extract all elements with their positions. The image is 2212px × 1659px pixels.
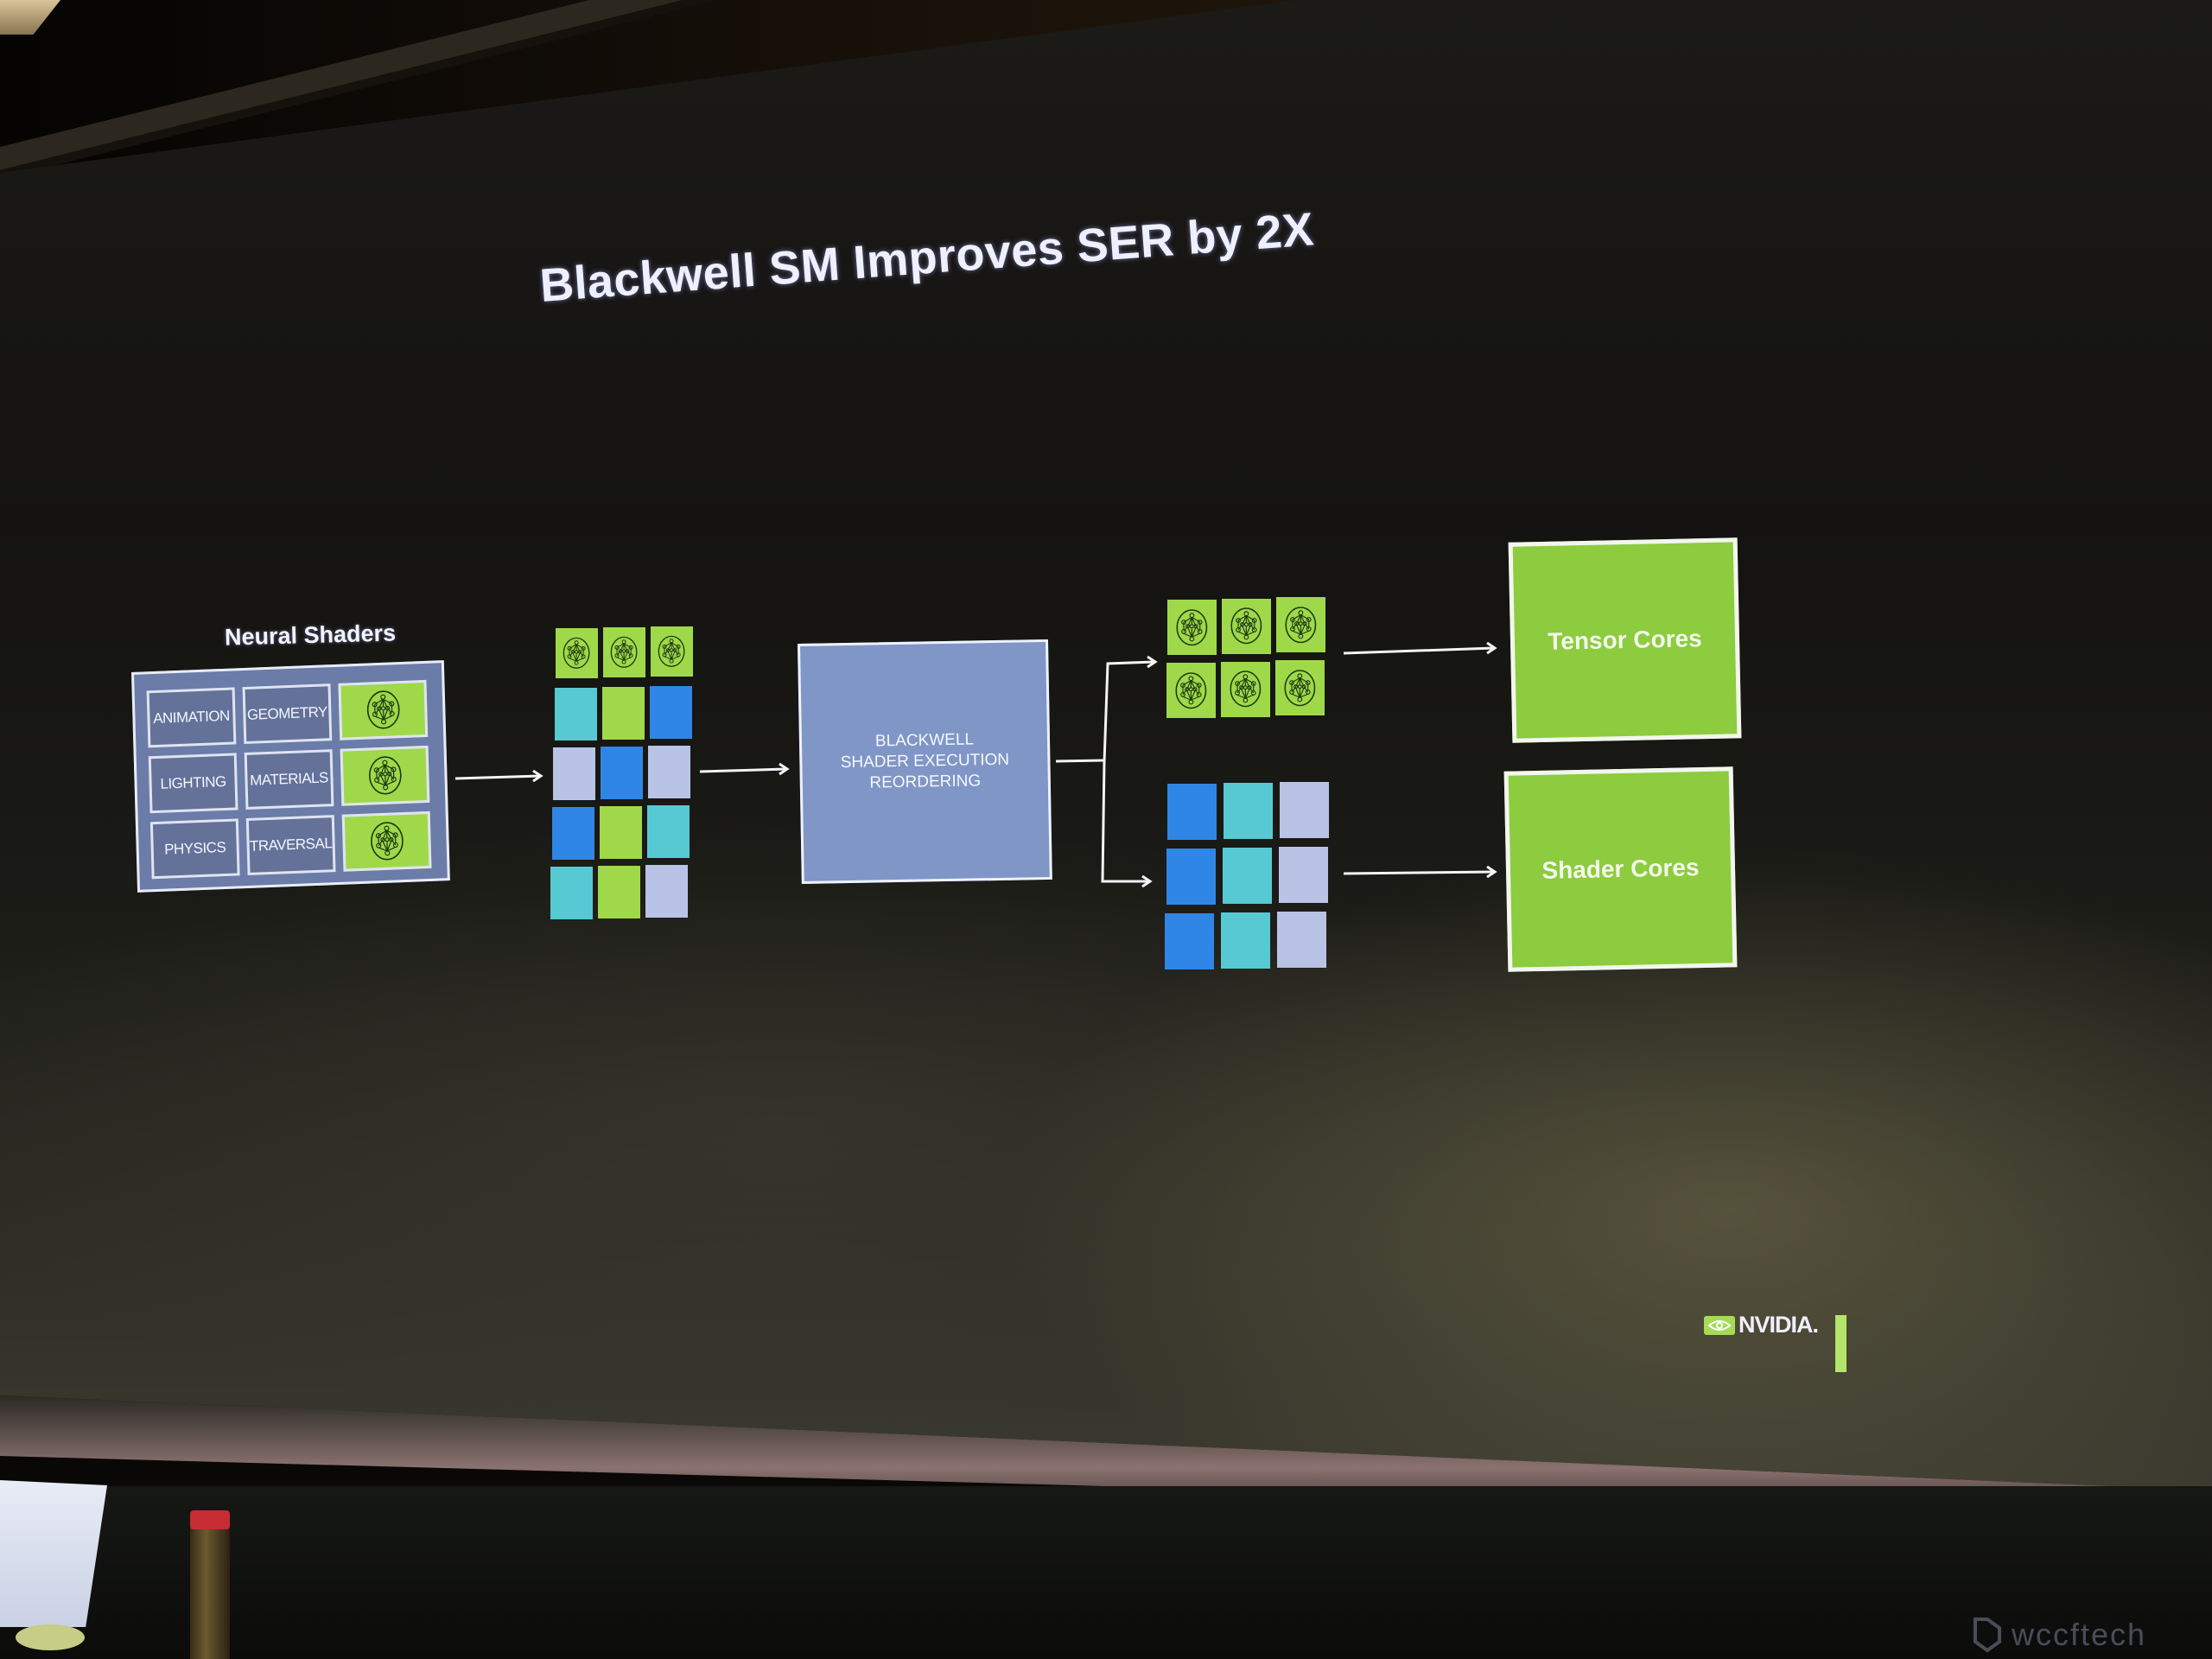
- wccftech-logo-icon: [1974, 1618, 2001, 1653]
- neural-network-icon: [1175, 671, 1207, 709]
- shader-type-cell: MATERIALS: [244, 749, 334, 810]
- neural-network-icon: [1230, 607, 1262, 645]
- neural-work-tile: [1222, 598, 1271, 654]
- blue-work-tile: [1165, 913, 1214, 969]
- lavender-work-tile: [1277, 912, 1326, 968]
- neural-work-tile: [651, 626, 693, 677]
- nvidia-eye-icon: [1704, 1315, 1735, 1335]
- ser-block: BLACKWELL SHADER EXECUTION REORDERING: [798, 639, 1052, 884]
- arrow-to-shader-cores: [1343, 865, 1497, 879]
- green-work-tile: [601, 687, 645, 740]
- shader-type-label: LIGHTING: [160, 772, 226, 792]
- shader-type-cell: GEOMETRY: [242, 683, 333, 745]
- neural-network-icon: [366, 690, 400, 729]
- neural-shader-cell: [338, 679, 429, 741]
- neural-work-tile: [1221, 661, 1270, 717]
- cyan-work-tile: [554, 688, 597, 741]
- neural-network-icon: [368, 756, 402, 795]
- blue-work-tile: [1166, 849, 1216, 905]
- neural-network-icon: [1230, 671, 1262, 708]
- stage-skirt: [0, 1486, 2212, 1659]
- neural-shaders-panel: ANIMATION GEOMETRY LIGHTING MATERIALS PHYSIC…: [131, 660, 450, 893]
- neural-network-icon: [563, 637, 590, 670]
- blue-work-tile: [551, 807, 594, 860]
- neural-shaders-label: Neural Shaders: [224, 620, 397, 651]
- slide-title: Blackwell SM Improves SER by 2X: [537, 203, 1316, 312]
- neural-network-icon: [611, 636, 638, 669]
- ser-line: BLACKWELL: [874, 730, 975, 751]
- blue-work-tile: [649, 686, 692, 739]
- arrow-work-to-ser: [699, 762, 790, 776]
- cyan-work-tile: [646, 805, 690, 858]
- shader-type-label: GEOMETRY: [246, 703, 328, 723]
- shader-cores-label: Shader Cores: [1541, 854, 1700, 884]
- shader-type-label: MATERIALS: [249, 769, 329, 789]
- tensor-cores-box: Tensor Cores: [1508, 537, 1742, 743]
- lavender-work-tile: [553, 747, 595, 800]
- blue-work-tile: [1167, 784, 1217, 840]
- watermark: wccftech: [1970, 1616, 2146, 1654]
- laptop-screen: [0, 1480, 107, 1627]
- drink-bottle: [190, 1510, 230, 1659]
- neural-network-icon: [658, 635, 685, 668]
- cyan-work-tile: [1221, 912, 1270, 969]
- neural-shader-cell: [340, 745, 430, 806]
- watermark-text: wccftech: [2012, 1617, 2147, 1652]
- shader-type-label: PHYSICS: [163, 838, 226, 858]
- neural-network-icon: [1285, 606, 1317, 644]
- tensor-cores-label: Tensor Cores: [1547, 625, 1702, 655]
- neural-work-tile: [1275, 660, 1325, 715]
- ser-line: REORDERING: [869, 772, 982, 792]
- neural-shader-cell: [341, 810, 432, 872]
- blue-work-tile: [601, 747, 643, 799]
- neural-work-tile: [1167, 600, 1217, 655]
- neural-network-icon: [1284, 669, 1316, 707]
- shader-type-label: ANIMATION: [152, 707, 231, 728]
- nvidia-accent-bar: [1835, 1315, 1847, 1372]
- shader-type-cell: PHYSICS: [149, 818, 240, 880]
- cyan-work-tile: [1222, 848, 1272, 904]
- neural-work-tile: [556, 628, 598, 678]
- neural-network-icon: [370, 822, 404, 861]
- lavender-work-tile: [1280, 782, 1329, 838]
- lavender-work-tile: [1278, 847, 1328, 903]
- neural-work-tile: [1166, 663, 1216, 718]
- computer-mouse: [16, 1624, 85, 1650]
- arrow-panel-to-work: [454, 769, 543, 783]
- neural-work-tile: [1276, 597, 1325, 652]
- arrow-ser-branch: [1055, 655, 1158, 888]
- shader-type-cell: LIGHTING: [148, 753, 238, 814]
- shader-type-cell: ANIMATION: [146, 687, 237, 748]
- ser-line: SHADER EXECUTION: [840, 750, 1010, 772]
- cyan-work-tile: [550, 867, 593, 919]
- arrow-to-tensor-cores: [1343, 641, 1497, 655]
- shader-cores-box: Shader Cores: [1503, 766, 1738, 972]
- nvidia-logo: NVIDIA.: [1704, 1312, 1819, 1338]
- lavender-work-tile: [645, 865, 688, 918]
- green-work-tile: [599, 806, 642, 859]
- bottle-cap: [190, 1510, 230, 1529]
- nvidia-wordmark: NVIDIA.: [1738, 1312, 1819, 1338]
- green-work-tile: [598, 866, 640, 918]
- shader-type-cell: TRAVERSAL: [245, 815, 336, 875]
- neural-network-icon: [1176, 608, 1208, 646]
- shader-type-label: TRAVERSAL: [249, 835, 333, 855]
- cyan-work-tile: [1224, 783, 1273, 839]
- lavender-work-tile: [648, 746, 690, 798]
- neural-work-tile: [603, 627, 645, 677]
